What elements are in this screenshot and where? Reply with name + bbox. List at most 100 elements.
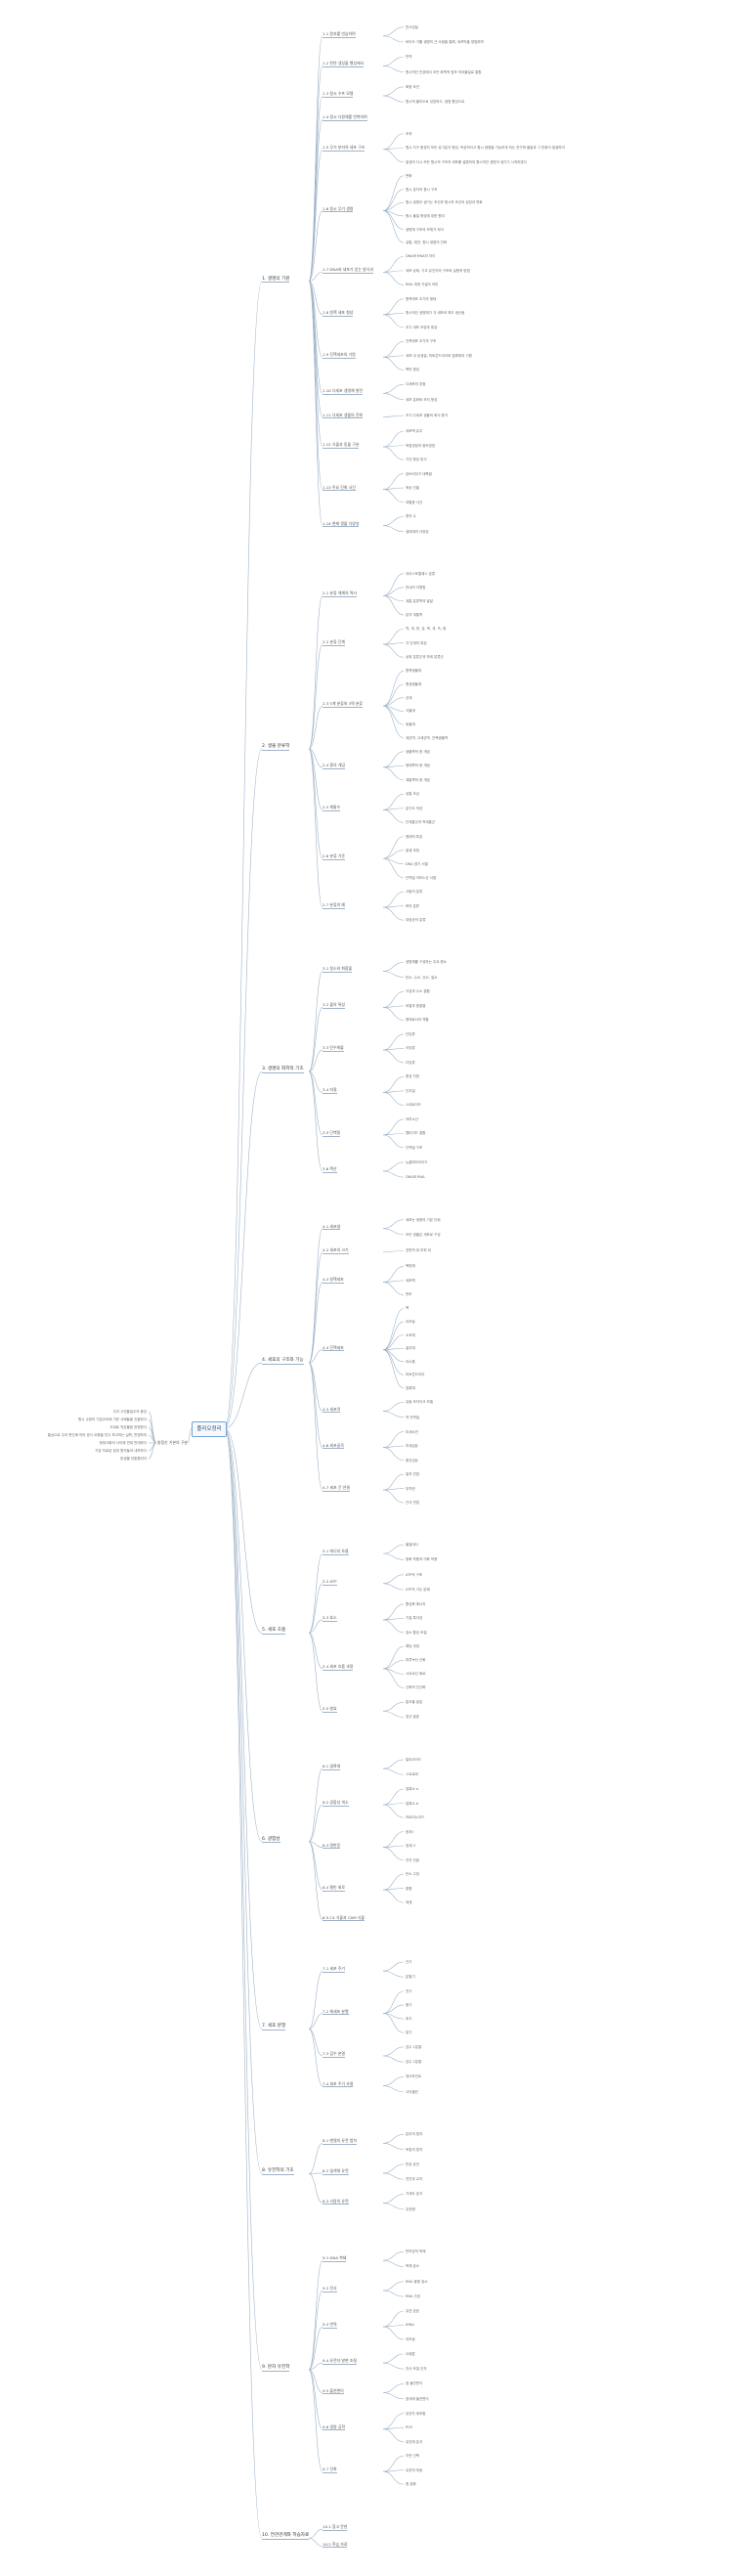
connector-line xyxy=(382,836,405,859)
subtopic-node[interactable]: 1.8 원핵 세포 형성 xyxy=(323,309,354,317)
subtopic-node[interactable]: 5.2 ATP xyxy=(323,1578,337,1586)
leaf-node: 생태계의 다양성 xyxy=(406,529,429,534)
connector-line xyxy=(308,748,323,810)
left-group-label[interactable]: 왕정신 기본의 구분 xyxy=(156,1440,188,1445)
connector-line xyxy=(382,1873,405,1891)
leaf-node: 복제 효소 xyxy=(406,2264,419,2269)
subtopic-node[interactable]: 9.1 DNA 복제 xyxy=(323,2255,347,2263)
subtopic-node[interactable]: 5.1 에너지 흐름 xyxy=(323,1549,349,1556)
subtopic-node[interactable]: 3.3 탄수화물 xyxy=(323,1044,344,1052)
branch-node[interactable]: 8. 유전학의 기초 xyxy=(262,2168,294,2176)
subtopic-node[interactable]: 6.3 명반응 xyxy=(323,1842,341,1850)
connector-line xyxy=(308,1362,323,1448)
subtopic-node[interactable]: 6.5 C4 식물과 CAM 식물 xyxy=(323,1914,365,1922)
connector-line xyxy=(224,1070,263,1429)
branch-node[interactable]: 4. 세포의 구조와 기능 xyxy=(262,1358,304,1365)
subtopic-node[interactable]: 9.6 생명 공학 xyxy=(323,2423,345,2431)
subtopic-node[interactable]: 5.4 세포 호흡 과정 xyxy=(323,1663,354,1671)
connector-line xyxy=(382,1349,405,1363)
subtopic-node[interactable]: 10.2 학습 자료 xyxy=(323,2541,348,2549)
leaf-node: 종 분화 xyxy=(406,2482,416,2487)
subtopic-node[interactable]: 1.12 식물과 동물 구분 xyxy=(323,442,360,449)
branch-node[interactable]: 10. 연관관계와 학습자료 xyxy=(262,2533,310,2540)
branch-node[interactable]: 7. 세포 분열 xyxy=(262,2024,286,2030)
subtopic-node[interactable]: 8.3 사람의 유전 xyxy=(323,2198,349,2205)
connector-line xyxy=(382,86,405,97)
branch-node[interactable]: 9. 분자 유전학 xyxy=(262,2364,290,2372)
leaf-node: 모든 생물은 세포로 구성 xyxy=(406,1232,441,1237)
subtopic-node[interactable]: 2.3 5계 분류와 3역 분류 xyxy=(323,701,364,708)
subtopic-node[interactable]: 10.1 참고 문헌 xyxy=(323,2523,348,2531)
connector-line xyxy=(382,2076,405,2086)
connector-line xyxy=(382,2172,405,2180)
subtopic-node[interactable]: 1.10 다세포 생명체 발전 xyxy=(323,388,364,396)
subtopic-node[interactable]: 9.4 유전자 발현 조절 xyxy=(323,2358,357,2365)
branch-node[interactable]: 2. 생물 분류학 xyxy=(262,744,290,751)
subtopic-node[interactable]: 2.4 종의 개념 xyxy=(323,762,345,769)
subtopic-node[interactable]: 5.3 효소 xyxy=(323,1614,337,1622)
subtopic-node[interactable]: 1.14 현재 생물 다양성 xyxy=(323,520,360,528)
subtopic-node[interactable]: 6.1 엽록체 xyxy=(323,1764,341,1770)
subtopic-node[interactable]: 2.6 분류 기준 xyxy=(323,853,345,861)
subtopic-node[interactable]: 1.11 다세포 생물의 진화 xyxy=(323,412,364,419)
subtopic-node[interactable]: 4.5 세포막 xyxy=(323,1406,341,1414)
branch-node[interactable]: 5. 세포 호흡 xyxy=(262,1628,286,1635)
subtopic-node[interactable]: 4.6 세포골격 xyxy=(323,1442,344,1450)
branch-node[interactable]: 1. 생명의 기원 xyxy=(262,276,290,284)
subtopic-node[interactable]: 9.2 전사 xyxy=(323,2285,337,2292)
leaf-node: 원시적인 생명체가 각 세포와 최초 생산됨 xyxy=(406,311,465,316)
leaf-node: 단백질 아미노산 서열 xyxy=(406,875,437,880)
connector-line xyxy=(382,1990,405,2014)
branch-node[interactable]: 3. 생명의 화학적 기초 xyxy=(262,1067,304,1073)
leaf-node: 다세포의 장점 xyxy=(406,382,426,387)
subtopic-node[interactable]: 4.4 진핵세포 xyxy=(323,1344,344,1352)
left-group-item: 주어 고전물질주의 중앙 xyxy=(112,1410,147,1414)
subtopic-node[interactable]: 7.1 세포 주기 xyxy=(323,1966,345,1973)
subtopic-node[interactable]: 1.7 DNA와 세포가 얻는 방식과 xyxy=(323,267,373,275)
subtopic-node[interactable]: 1.13 주요 진화 사건 xyxy=(323,484,356,492)
connector-line xyxy=(224,748,263,1429)
leaf-node: 계통학적 종 개념 xyxy=(406,777,430,782)
subtopic-node[interactable]: 5.5 발효 xyxy=(323,1706,337,1714)
connector-line xyxy=(308,281,323,526)
connector-line xyxy=(382,1552,405,1560)
leaf-node: 탄소, 수소, 산소, 질소 xyxy=(406,975,438,980)
subtopic-node[interactable]: 7.2 체세포 분열 xyxy=(323,2008,349,2016)
subtopic-node[interactable]: 3.4 지질 xyxy=(323,1087,337,1095)
subtopic-node[interactable]: 1.3 원시 수프 모델 xyxy=(323,90,354,98)
leaf-node: 골지체 xyxy=(406,1346,415,1351)
connector-line xyxy=(382,149,405,163)
root-node[interactable]: 플리오정리 xyxy=(192,1421,227,1437)
subtopic-node[interactable]: 6.2 광합성 색소 xyxy=(323,1800,349,1807)
subtopic-node[interactable]: 4.1 세포설 xyxy=(323,1223,341,1231)
subtopic-node[interactable]: 3.5 단백질 xyxy=(323,1129,341,1137)
subtopic-node[interactable]: 1.2 천연 생성물 행성에서 xyxy=(323,61,365,68)
subtopic-node[interactable]: 9.3 번역 xyxy=(323,2321,337,2329)
subtopic-node[interactable]: 4.2 세포의 크기 xyxy=(323,1246,349,1254)
subtopic-node[interactable]: 9.7 진화 xyxy=(323,2467,337,2473)
connector-line xyxy=(308,2362,323,2371)
subtopic-node[interactable]: 2.1 분류 체계의 역사 xyxy=(323,590,357,598)
subtopic-node[interactable]: 2.2 분류 단계 xyxy=(323,639,345,646)
subtopic-node[interactable]: 7.3 감수 분열 xyxy=(323,2050,345,2058)
subtopic-node[interactable]: 4.3 원핵세포 xyxy=(323,1277,344,1285)
subtopic-node[interactable]: 3.6 핵산 xyxy=(323,1165,337,1173)
connector-line xyxy=(382,2013,405,2033)
subtopic-node[interactable]: 1.4 원시 다원체를 반복하며 xyxy=(323,114,367,121)
subtopic-node[interactable]: 4.7 세포 간 연결 xyxy=(323,1485,350,1492)
subtopic-node[interactable]: 8.1 멘델의 유전 법칙 xyxy=(323,2138,357,2146)
subtopic-node[interactable]: 3.1 원소와 화합물 xyxy=(323,966,353,974)
subtopic-node[interactable]: 1.5 무기 분자의 세포 구조 xyxy=(323,144,366,152)
subtopic-node[interactable]: 3.2 물의 특성 xyxy=(323,1002,345,1010)
subtopic-node[interactable]: 6.4 캘빈 회로 xyxy=(323,1885,345,1892)
subtopic-node[interactable]: 2.5 계통수 xyxy=(323,805,341,812)
subtopic-node[interactable]: 1.6 원시 무기 생명 xyxy=(323,205,354,213)
subtopic-node[interactable]: 2.7 분류의 예 xyxy=(323,902,345,909)
subtopic-node[interactable]: 8.2 염색체 유전 xyxy=(323,2167,349,2175)
branch-node[interactable]: 6. 광합성 xyxy=(262,1836,280,1844)
subtopic-node[interactable]: 1.9 진핵세포의 기원 xyxy=(323,352,356,360)
connector-line xyxy=(308,2369,323,2429)
subtopic-node[interactable]: 1.1 원자를 연습하며 xyxy=(323,30,356,38)
subtopic-node[interactable]: 9.5 돌연변이 xyxy=(323,2387,344,2395)
subtopic-node[interactable]: 7.4 세포 주기 조절 xyxy=(323,2080,354,2088)
